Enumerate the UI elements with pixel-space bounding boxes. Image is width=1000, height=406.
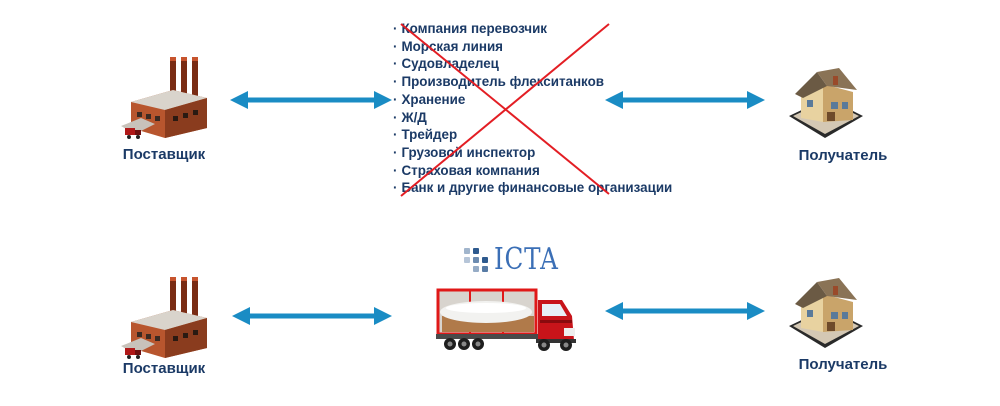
house-icon — [789, 278, 863, 348]
list-item: Трейдер — [393, 126, 672, 144]
flexitank-truck-icon — [436, 288, 576, 351]
list-item: Грузовой инспектор — [393, 144, 672, 162]
list-item: Ж/Д — [393, 109, 672, 127]
list-item: Производитель флекситанков — [393, 73, 672, 91]
supplier-label: Поставщик — [122, 146, 206, 163]
supplier-label: Поставщик — [122, 360, 206, 377]
factory-icon — [121, 277, 207, 359]
logo-dots-icon — [462, 246, 492, 272]
list-item: Морская линия — [393, 38, 672, 56]
bottom-row: Поставщик ICTA — [0, 210, 1000, 406]
house-icon — [789, 68, 863, 138]
list-item: Компания перевозчик — [393, 20, 672, 38]
logo-text: ICTA — [494, 241, 559, 277]
list-item: Хранение — [393, 91, 672, 109]
double-arrow-icon — [230, 91, 392, 109]
factory-icon — [121, 57, 207, 139]
receiver-label: Получатель — [798, 356, 888, 373]
top-row: Поставщик Компания перевозчик Морская ли… — [0, 0, 1000, 210]
double-arrow-icon — [232, 307, 392, 325]
cross-out-icon — [400, 23, 610, 197]
intermediaries-list: Компания перевозчик Морская линия Судовл… — [393, 20, 672, 197]
icta-logo: ICTA — [462, 241, 573, 277]
double-arrow-icon — [605, 91, 765, 109]
double-arrow-icon — [605, 302, 765, 320]
receiver-label: Получатель — [798, 147, 888, 164]
